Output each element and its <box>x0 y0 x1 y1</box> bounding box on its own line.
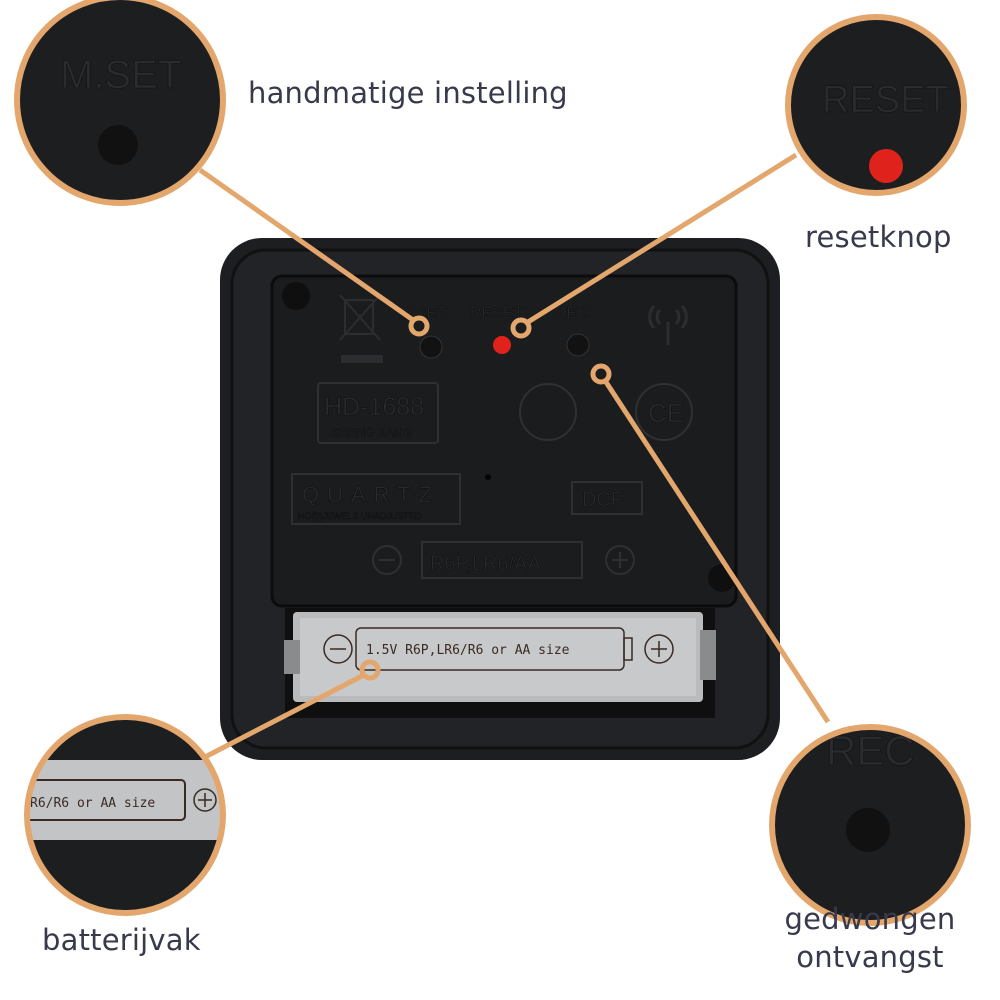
callout-lines <box>198 152 831 760</box>
callout-line-reset <box>526 152 798 325</box>
minus-icon <box>372 545 402 575</box>
inset-mset: M.SET <box>17 0 223 203</box>
callout-dot-reset <box>510 317 532 339</box>
svg-text:RESET: RESET <box>822 79 949 121</box>
inset-rec: REC <box>772 727 968 923</box>
label-forced-reception-line1: gedwongen <box>784 902 956 936</box>
label-reset-button: resetknop <box>805 220 952 254</box>
label-battery-compartment: batterijvak <box>42 923 201 957</box>
quartz-emboss: QUARTZ <box>302 482 440 507</box>
callout-line-mset <box>198 167 415 323</box>
clock-movement-photo: M.SET RESET REC HD-1688 SHENG BANG CE QU… <box>220 238 780 760</box>
plus-icon <box>605 545 635 575</box>
brand-emboss: SHENG BANG <box>332 426 412 440</box>
reset-button[interactable] <box>493 336 511 354</box>
reset-emboss: RESET <box>470 305 524 322</box>
label-forced-reception-line2: ontvangst <box>796 940 944 974</box>
dcf-emboss: DCF <box>582 489 623 511</box>
svg-text:R6/R6 or AA size: R6/R6 or AA size <box>30 796 155 811</box>
inset-reset: RESET <box>788 17 964 193</box>
certification-mark-icon <box>519 383 577 441</box>
label-manual-setting: handmatige instelling <box>248 76 568 110</box>
recycle-bin-icon <box>339 294 383 363</box>
rec-emboss: REC <box>555 305 589 322</box>
callout-dot-rec <box>590 363 612 385</box>
antenna-icon <box>648 304 688 345</box>
battery-emboss: R6P,LR6/AA <box>430 553 541 575</box>
label-forced-reception: gedwongen ontvangst <box>760 900 980 976</box>
callout-dot-battery <box>359 659 381 681</box>
ce-mark: CE <box>648 398 684 428</box>
callout-line-battery <box>203 673 364 760</box>
battery-label: 1.5V R6P,LR6/R6 or AA size <box>366 643 570 658</box>
inset-battery: R6/R6 or AA size <box>27 717 223 913</box>
svg-text:M.SET: M.SET <box>60 53 182 97</box>
model-emboss: HD-1688 <box>324 393 424 421</box>
callout-dot-mset <box>408 315 430 337</box>
quartz-sub-emboss: NO(0)JEWELS UNADJUSTED <box>298 511 422 521</box>
mset-button[interactable] <box>419 335 443 359</box>
callout-line-rec <box>603 380 831 724</box>
rec-button[interactable] <box>566 333 590 357</box>
battery-compartment: 1.5V R6P,LR6/R6 or AA size <box>284 608 716 718</box>
svg-text:REC: REC <box>826 727 915 774</box>
